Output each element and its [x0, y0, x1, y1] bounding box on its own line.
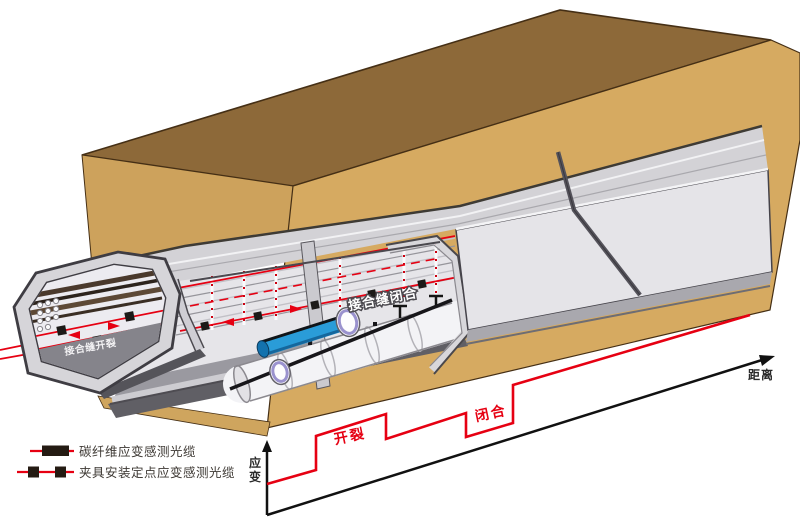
ring-cable-arrows	[68, 322, 120, 339]
arrow-right-icon	[290, 305, 302, 313]
ylabel-char-2: 变	[249, 469, 262, 484]
strain-profile-line	[266, 313, 751, 486]
legend-label-2: 夹具安装定点应变感测光缆	[79, 465, 235, 480]
ring-cable-1	[30, 309, 165, 339]
interior-back-wall	[112, 242, 466, 404]
arrow-left-icon	[68, 331, 80, 339]
clamp-dots-on-duct	[308, 322, 377, 345]
clamped-cable-marker-clamp-1	[28, 466, 39, 478]
xlabel: 距离	[748, 367, 774, 382]
pipe-bundle	[36, 297, 60, 333]
carbon-fiber-cable-marker-sheath	[42, 445, 69, 456]
legend-item-carbon-fiber-cable: 碳纤维应变感测光缆	[30, 444, 196, 459]
pipe-end-upper	[335, 306, 361, 338]
left-protruding-segment: 接合缝开裂	[0, 250, 206, 399]
tunnel-invert	[108, 294, 477, 418]
segments-bottom-chamfer	[466, 272, 772, 342]
crown-highlight-line	[95, 139, 765, 277]
ylabel-char-1: 应	[249, 455, 262, 470]
ring-floor	[30, 322, 164, 378]
opening-top-edge	[189, 241, 441, 282]
pipe-end-openings	[269, 306, 361, 386]
legend: 碳纤维应变感测光缆 夹具安装定点应变感测光缆	[17, 444, 235, 480]
close-annotation: 闭合	[473, 402, 508, 425]
crown-shade-line	[94, 154, 767, 285]
y-axis-arrow-icon	[262, 440, 272, 452]
segment-joint-seam-core	[557, 151, 641, 296]
arrow-right-icon	[108, 322, 120, 330]
legend-label-1: 碳纤维应变感测光缆	[79, 444, 196, 459]
fixing-point-posts	[210, 243, 438, 330]
cable-clamps-on-wall	[200, 279, 427, 331]
arrow-left-icon	[222, 318, 234, 326]
strain-distance-chart: 应 变 距离 开裂 闭合	[249, 313, 775, 517]
crown-cable-beams	[30, 269, 163, 324]
x-axis-arrow-icon	[759, 355, 775, 366]
closed-tunnel-segments	[455, 151, 773, 345]
crack-annotation: 开裂	[332, 425, 367, 448]
pipe-end-lower	[269, 358, 291, 386]
cable-direction-arrows	[222, 305, 302, 326]
segments-ridge-highlight	[455, 167, 769, 231]
black-cable-rod	[229, 298, 453, 391]
legend-item-clamped-cable: 夹具安装定点应变感测光缆	[17, 465, 235, 480]
clamped-cable-marker-clamp-2	[55, 466, 66, 478]
segment-underside	[98, 349, 206, 399]
cutaway-opening-rim	[189, 234, 472, 375]
segments-under-shadow	[465, 285, 771, 345]
x-axis	[266, 358, 763, 517]
